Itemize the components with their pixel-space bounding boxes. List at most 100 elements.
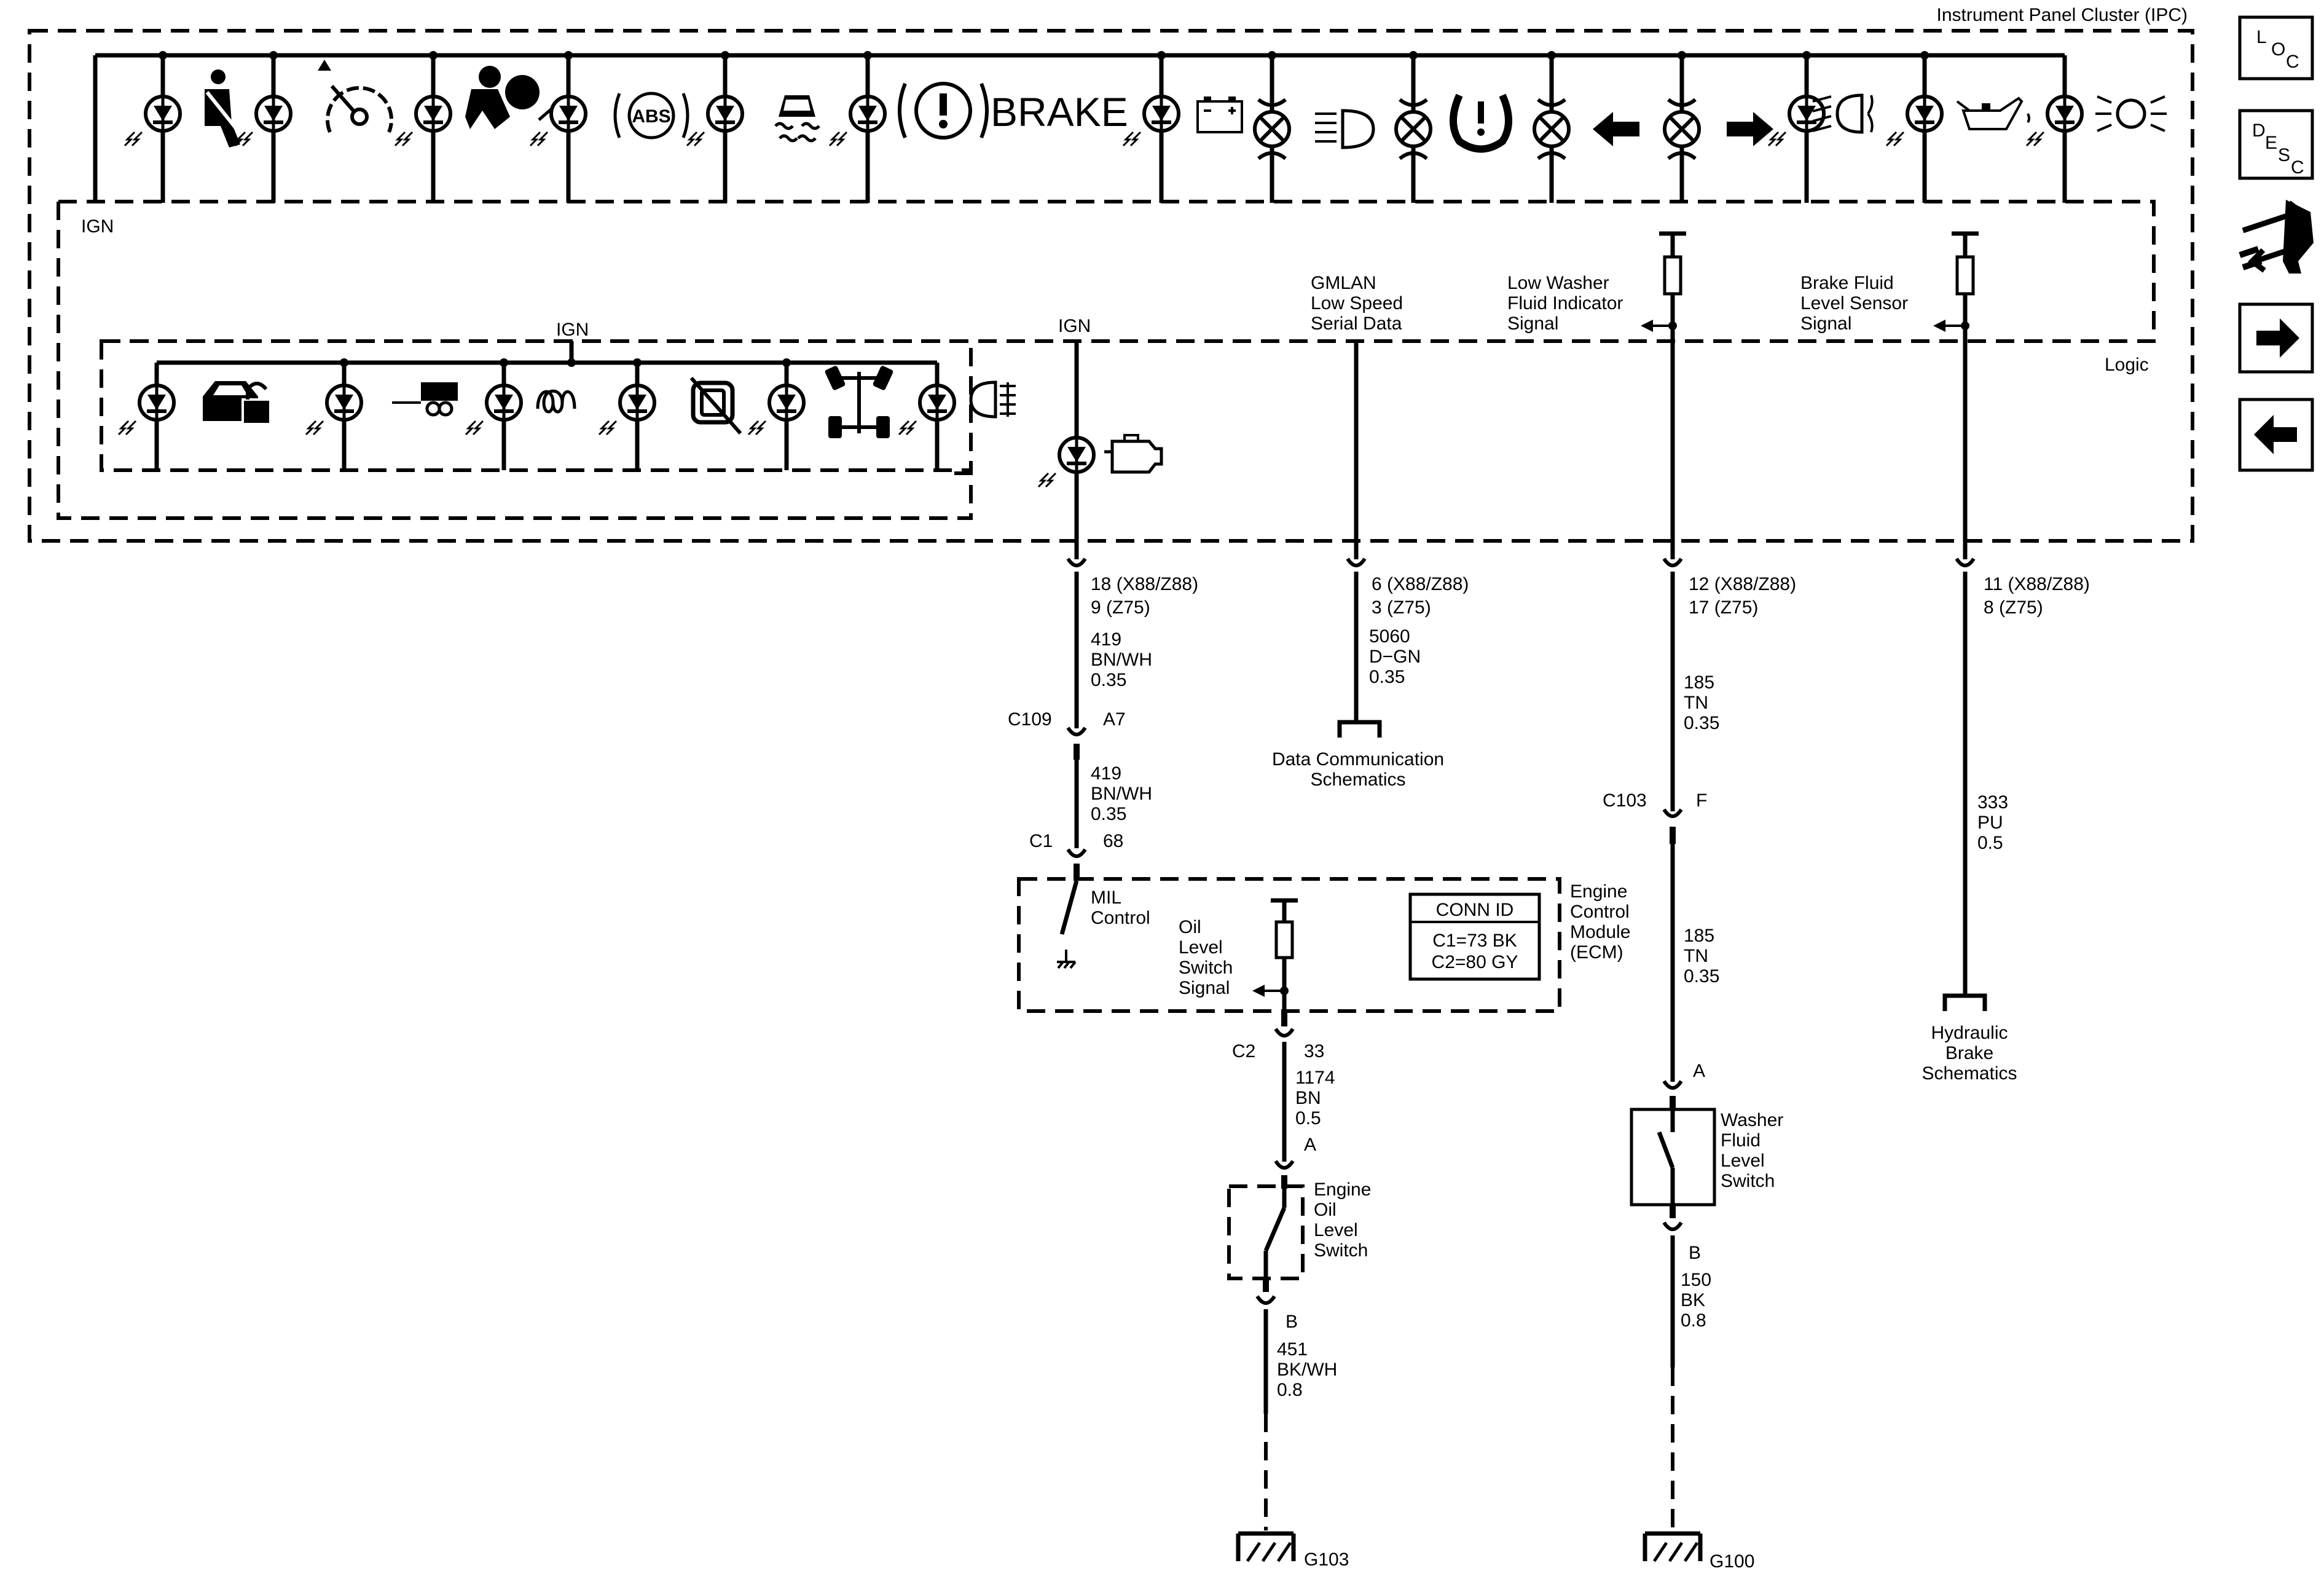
gmlan-pin: 6 (X88/Z88) — [1372, 574, 1469, 594]
washer-label-1: Low Washer — [1507, 273, 1609, 293]
conn-id-title: CONN ID — [1436, 900, 1514, 920]
washer-pin: 12 (X88/Z88) — [1689, 574, 1796, 594]
mil-circuit-b: 419 — [1091, 763, 1121, 784]
c103-pin: F — [1696, 790, 1707, 811]
brake-dest-2: Brake — [1945, 1043, 1993, 1063]
washer-switch-pin-b: B — [1689, 1243, 1701, 1263]
g103-label: G103 — [1304, 1549, 1349, 1570]
ecm-name-3: Module — [1570, 922, 1630, 942]
brake-warning-icon — [898, 82, 989, 140]
oil-switch-1: Engine — [1314, 1179, 1371, 1200]
brake-fluid-gauge: 0.5 — [1977, 833, 2003, 853]
ground-g100 — [1645, 1534, 1700, 1561]
svg-text:C: C — [2286, 52, 2299, 72]
washer-circuit-c: 150 — [1681, 1270, 1711, 1290]
oil-switch-4: Switch — [1314, 1240, 1368, 1261]
washer-switch-2: Fluid — [1721, 1130, 1761, 1151]
mil-gauge: 0.35 — [1091, 670, 1126, 690]
c1-pin: 68 — [1103, 831, 1123, 851]
washer-color-b: TN — [1684, 946, 1708, 966]
svg-text:O: O — [2271, 39, 2285, 60]
fog-lamp-icon — [1812, 93, 1874, 134]
washer-switch-pin-a: A — [1693, 1061, 1705, 1081]
diagnostics-icon[interactable] — [2239, 200, 2314, 274]
washer-gauge-c: 0.8 — [1681, 1310, 1706, 1331]
oil-circuit-b: 451 — [1277, 1339, 1308, 1360]
speedometer-icon — [318, 60, 393, 133]
oil-gauge-b: 0.8 — [1277, 1380, 1303, 1400]
glow-plug-icon — [536, 389, 576, 414]
conn-id-box — [1408, 892, 1541, 981]
mil-color-b: BN/WH — [1091, 784, 1152, 804]
previous-page-button[interactable] — [2238, 398, 2314, 472]
traction-control-icon — [774, 95, 820, 143]
no-start-icon — [689, 377, 742, 435]
c1-label: C1 — [1029, 831, 1053, 851]
oil-sig-3: Switch — [1179, 958, 1233, 978]
seat-belt-icon — [205, 69, 240, 148]
tire-pressure-icon — [1450, 93, 1512, 153]
brake-fluid-circuit: 333 — [1977, 792, 2008, 813]
abs-icon: ABS — [613, 92, 689, 140]
ign-label: IGN — [81, 216, 114, 237]
washer-label-3: Signal — [1507, 313, 1558, 334]
ground-g103 — [1238, 1534, 1294, 1561]
c2-pin: 33 — [1304, 1041, 1324, 1061]
high-beam-icon — [1315, 109, 1375, 149]
mil-color: BN/WH — [1091, 650, 1152, 670]
vehicle-security-icon — [203, 381, 272, 425]
oil-switch-2: Oil — [1314, 1200, 1337, 1220]
c109-pin: A7 — [1103, 709, 1126, 730]
washer-switch-3: Level — [1721, 1151, 1765, 1171]
ecm-boundary — [1017, 877, 1561, 1013]
brake-fluid-label-1: Brake Fluid — [1800, 273, 1894, 293]
gmlan-label-1: GMLAN — [1311, 273, 1376, 293]
conn-id-1: C1=73 BK — [1432, 931, 1517, 951]
washer-gauge-b: 0.35 — [1684, 966, 1719, 986]
c103-label: C103 — [1603, 790, 1647, 811]
mil-pin2: 9 (Z75) — [1091, 597, 1150, 618]
brake-fluid-label-3: Signal — [1800, 313, 1851, 334]
brake-dest-3: Schematics — [1922, 1063, 2017, 1084]
washer-switch-4: Switch — [1721, 1171, 1775, 1191]
park-lamp-icon — [2095, 95, 2167, 132]
washer-color: TN — [1684, 693, 1708, 713]
brake-fluid-label-2: Level Sensor — [1800, 293, 1908, 313]
ecm-name-1: Engine — [1570, 881, 1627, 902]
next-page-button[interactable] — [2238, 302, 2314, 374]
conn-id-2: C2=80 GY — [1432, 952, 1518, 972]
oil-switch-pin-b: B — [1286, 1312, 1298, 1332]
gmlan-dest-2: Schematics — [1310, 770, 1405, 790]
brake-dest-1: Hydraulic — [1931, 1023, 2008, 1043]
svg-text:E: E — [2265, 133, 2277, 153]
ecm-name-4: (ECM) — [1570, 942, 1623, 963]
logic-boundary — [57, 200, 2156, 520]
inner-ign-label: IGN — [556, 320, 589, 340]
brake-text: BRAKE — [991, 89, 1128, 135]
arrow-right-icon — [2256, 318, 2299, 358]
gmlan-label-2: Low Speed — [1311, 293, 1403, 313]
rear-fog-icon — [969, 380, 1016, 419]
g100-label: G100 — [1710, 1551, 1754, 1572]
washer-label-2: Fluid Indicator — [1507, 293, 1623, 313]
oil-switch-3: Level — [1314, 1220, 1358, 1240]
svg-text:D: D — [2252, 120, 2266, 141]
svg-text:S: S — [2278, 145, 2290, 165]
gmlan-label-3: Serial Data — [1311, 313, 1402, 334]
svg-text:ABS: ABS — [632, 106, 670, 127]
oil-switch-pin-a: A — [1304, 1135, 1316, 1155]
oil-sig-2: Level — [1179, 937, 1223, 958]
description-button[interactable]: D E S C — [2238, 109, 2314, 180]
check-engine-icon — [1104, 434, 1163, 474]
trailer-icon — [392, 382, 458, 417]
gmlan-pin2: 3 (Z75) — [1372, 597, 1431, 618]
arrow-left-icon — [2254, 415, 2297, 454]
mil-gauge-b: 0.35 — [1091, 804, 1126, 824]
logic-label: Logic — [2105, 355, 2149, 375]
gmlan-color: D−GN — [1369, 647, 1421, 667]
washer-pin2: 17 (Z75) — [1689, 597, 1758, 618]
washer-circuit: 185 — [1684, 672, 1714, 693]
ipc-title: Instrument Panel Cluster (IPC) — [1937, 5, 2188, 25]
location-button[interactable]: L O C — [2238, 15, 2314, 81]
